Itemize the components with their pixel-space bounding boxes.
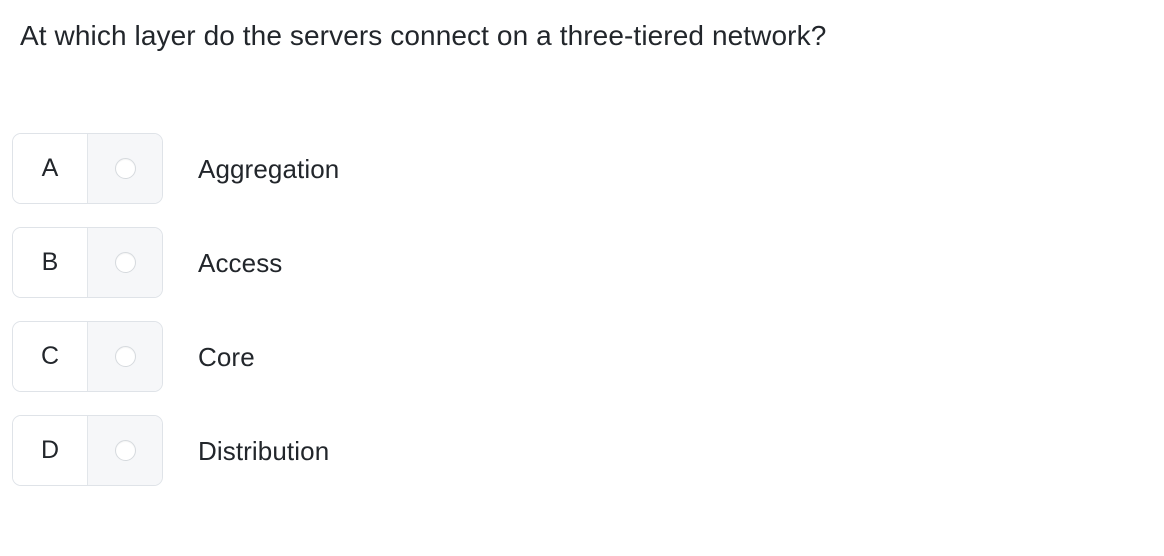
answer-option-d[interactable]: D Distribution [0, 415, 1164, 486]
option-a-label: Aggregation [198, 153, 340, 184]
radio-unselected-icon[interactable] [114, 158, 136, 179]
radio-unselected-icon[interactable] [114, 346, 136, 367]
option-d-letter-cell: D [13, 416, 88, 485]
radio-unselected-icon[interactable] [114, 440, 136, 461]
option-c-letter-cell: C [13, 322, 88, 391]
answer-option-a[interactable]: A Aggregation [0, 133, 1164, 204]
option-b-letter: B [41, 248, 59, 276]
option-d-letter: D [40, 436, 60, 464]
option-d-label: Distribution [198, 435, 330, 466]
option-a-radio-cell[interactable] [88, 134, 162, 203]
radio-unselected-icon[interactable] [114, 252, 136, 273]
answer-option-b[interactable]: B Access [0, 227, 1164, 298]
option-d-selector[interactable]: D [12, 415, 163, 486]
option-c-radio-cell[interactable] [88, 322, 162, 391]
option-a-selector[interactable]: A [12, 133, 163, 204]
option-c-selector[interactable]: C [12, 321, 163, 392]
option-b-label: Access [198, 247, 283, 278]
option-d-radio-cell[interactable] [88, 416, 162, 485]
option-b-selector[interactable]: B [12, 227, 163, 298]
answer-options-list: A Aggregation B Access [0, 133, 1164, 509]
option-a-letter: A [41, 154, 59, 182]
option-a-letter-cell: A [13, 134, 88, 203]
option-b-radio-cell[interactable] [88, 228, 162, 297]
option-b-letter-cell: B [13, 228, 88, 297]
question-prompt: At which layer do the servers connect on… [20, 20, 827, 51]
option-c-letter: C [40, 342, 60, 370]
option-c-label: Core [198, 341, 255, 372]
answer-option-c[interactable]: C Core [0, 321, 1164, 392]
